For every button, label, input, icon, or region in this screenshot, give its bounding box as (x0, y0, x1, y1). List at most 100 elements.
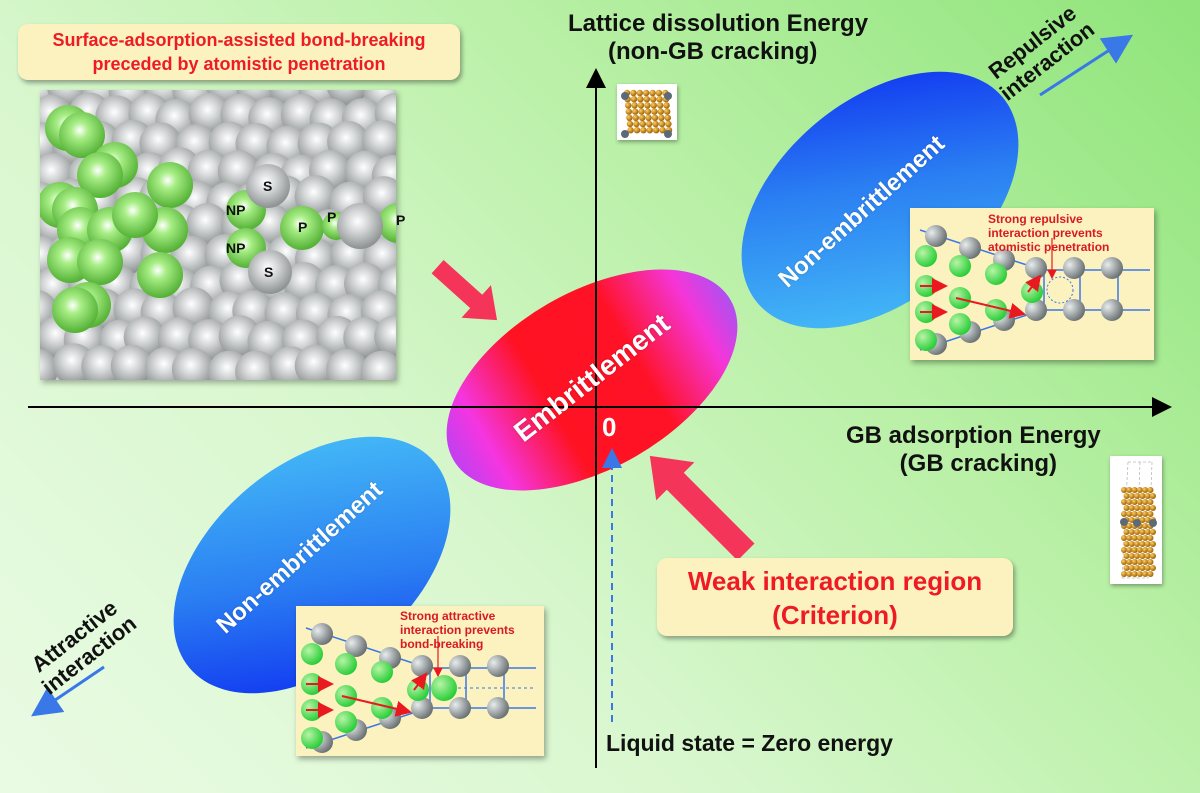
grain-atom (1131, 571, 1138, 577)
grain-atom (1142, 487, 1149, 493)
grain-atom (1126, 523, 1133, 529)
liquid-metal-atom (59, 112, 105, 158)
grain-atom (1131, 559, 1138, 565)
pointer-arrow-from-criterion (649, 455, 755, 561)
metal-atom (186, 203, 229, 246)
grain-atom (1150, 565, 1156, 571)
lattice-atom (664, 114, 671, 122)
grain-boundary-thumbnail (1110, 456, 1162, 584)
liquid-atom (301, 643, 323, 665)
grain-atom (1134, 553, 1141, 559)
grain-atom (1121, 535, 1127, 541)
lattice-atom (645, 114, 652, 122)
attractive-caption-line3: bond-breaking (400, 637, 484, 651)
liquid-metal-atom (112, 192, 158, 238)
grain-atom (1144, 517, 1151, 523)
metal-atom (1025, 299, 1047, 321)
metal-atom (487, 697, 509, 719)
vacancy-site (1046, 276, 1074, 304)
lattice-atom (637, 102, 645, 109)
grain-atom (1131, 547, 1138, 553)
penetrated-atom (378, 203, 396, 243)
attractive-inset-caption: Strong attractive interaction prevents b… (400, 609, 515, 651)
lattice-atom (656, 96, 663, 103)
criterion-callout: Weak interaction region (Criterion) (657, 558, 1013, 636)
grain-atom (1128, 553, 1135, 559)
x-axis-label-line1: GB adsorption Energy (846, 422, 1101, 449)
grain-atom (1150, 529, 1156, 535)
grain-atom (1121, 511, 1127, 517)
atom-label-p-small: P (327, 209, 337, 225)
trapped-atom (431, 675, 457, 701)
lattice-atom (650, 102, 657, 109)
repulsive-direction-arrow (1039, 34, 1134, 97)
grain-atom (1139, 493, 1146, 499)
grain-atom (1147, 535, 1154, 541)
grain-atom (1136, 535, 1143, 541)
metal-atom (311, 623, 333, 645)
lattice-atom (649, 89, 656, 97)
metal-atom (449, 655, 471, 677)
grain-atom (1147, 547, 1154, 553)
grain-atom (1147, 571, 1154, 577)
repulsive-caption-line3: atomistic penetration (988, 240, 1110, 254)
grain-atom (1144, 505, 1151, 511)
lattice-atom (665, 120, 672, 128)
grain-atom (1128, 505, 1135, 511)
grain-atom (1128, 565, 1135, 571)
grain-atom (1128, 493, 1135, 499)
grain-atom (1147, 487, 1154, 493)
segregated-atom (1149, 519, 1157, 527)
grain-atom (1121, 571, 1127, 577)
lattice-atom (651, 108, 658, 115)
mechanism-title-line2: preceded by atomistic penetration (92, 54, 386, 74)
criterion-line1: Weak interaction region (687, 566, 983, 596)
atom-label-s-top: S (263, 178, 273, 194)
liquid-state-label: Liquid state = Zero energy (606, 730, 893, 756)
grain-atom (1126, 499, 1133, 505)
grain-atom (1150, 541, 1156, 547)
grain-atom (1142, 559, 1149, 565)
grain-atom (1142, 499, 1149, 505)
metal-atom (411, 697, 433, 719)
grain-atom (1144, 493, 1151, 499)
grain-atom (1139, 541, 1146, 547)
grain-atom (1134, 505, 1141, 511)
liquid-metal-atom (77, 239, 123, 285)
segregated-atom (1133, 519, 1141, 527)
lattice-atom (658, 114, 665, 122)
atom-label-p-right: P (396, 212, 406, 228)
grain-atom (1144, 565, 1151, 571)
criterion-line2: (Criterion) (772, 600, 898, 630)
grain-atom (1150, 505, 1156, 511)
grain-atom (1123, 541, 1130, 547)
lattice-atom (637, 96, 644, 103)
lattice-atom (651, 114, 659, 122)
attractive-caption-line2: interaction prevents (400, 623, 515, 637)
attractive-mechanism-inset (296, 606, 544, 756)
liquid-atom (371, 697, 393, 719)
metal-atom (959, 237, 981, 259)
lattice-atom (626, 120, 634, 128)
liquid-atom (335, 711, 357, 733)
metal-atom (40, 349, 59, 380)
grain-atom (1136, 547, 1143, 553)
lattice-atom (646, 120, 653, 128)
y-axis-label-line2: (non-GB cracking) (608, 38, 818, 65)
repulsive-caption-line1: Strong repulsive (988, 212, 1083, 226)
grain-atom (1128, 529, 1135, 535)
grain-atom (1126, 547, 1133, 553)
atom-label-np-bottom: NP (226, 240, 246, 256)
x-axis-label: GB adsorption Energy (GB cracking) (846, 422, 1101, 478)
metal-atom (1025, 257, 1047, 279)
motion-arrow (411, 672, 428, 691)
solute-atom (664, 130, 672, 138)
y-axis-label-line1: Lattice dissolution Energy (568, 10, 869, 37)
liquid-atom (915, 329, 937, 351)
lattice-atom (639, 114, 646, 122)
grain-atom (1123, 529, 1130, 535)
lattice-atom (640, 127, 647, 134)
liquid-atom (915, 245, 937, 267)
grain-atom (1136, 487, 1143, 493)
lattice-atom (639, 120, 646, 128)
